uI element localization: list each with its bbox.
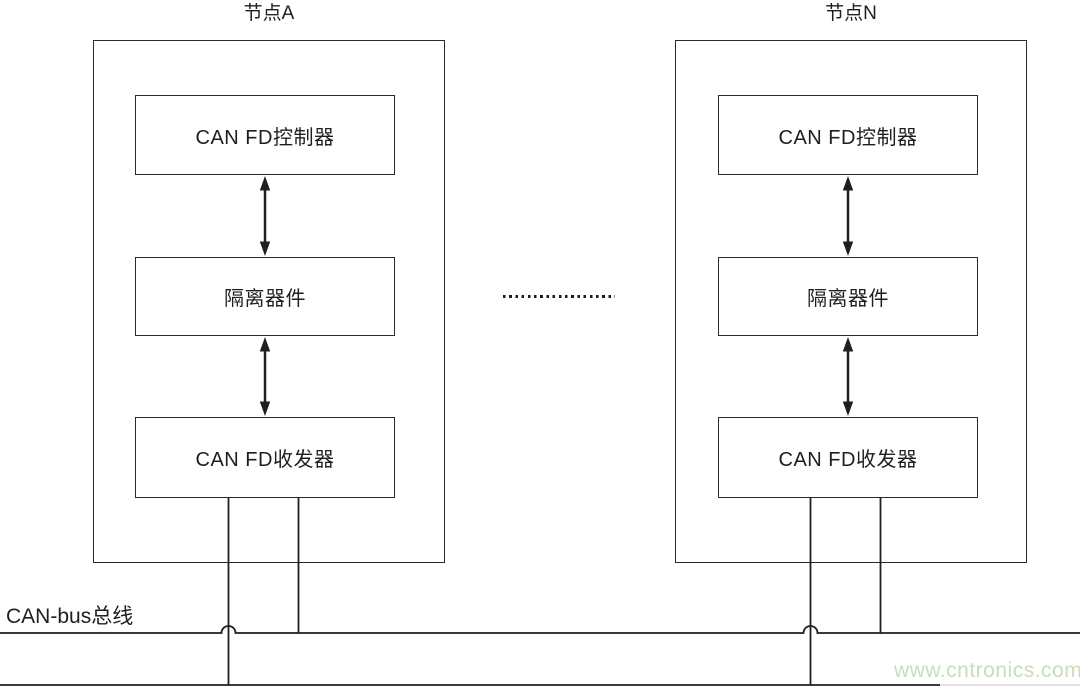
node-n-isolator-label: 隔离器件 <box>807 288 889 310</box>
node-a-isolator-label: 隔离器件 <box>224 288 306 310</box>
bus-line-top <box>0 625 1080 634</box>
node-n-controller-label: CAN FD控制器 <box>778 126 918 149</box>
watermark-text: www.cntronics.com <box>894 659 1080 682</box>
ellipsis-dots-separator <box>503 295 615 298</box>
node-n-transceiver-box: CAN FD收发器 <box>718 417 978 498</box>
node-n-controller-box: CAN FD控制器 <box>718 95 978 175</box>
node-n-box <box>675 40 1027 563</box>
node-a-isolator-box: 隔离器件 <box>135 257 395 336</box>
node-n-title: 节点N <box>825 3 877 24</box>
can-bus-label: CAN-bus总线 <box>6 605 134 628</box>
node-n-transceiver-label: CAN FD收发器 <box>778 449 918 471</box>
node-a-title: 节点A <box>243 3 295 24</box>
node-a-controller-label: CAN FD控制器 <box>195 126 335 149</box>
node-a-box <box>93 40 445 563</box>
node-a-controller-box: CAN FD控制器 <box>135 95 395 175</box>
node-a-transceiver-box: CAN FD收发器 <box>135 417 395 498</box>
node-a-transceiver-label: CAN FD收发器 <box>195 449 335 471</box>
node-n-isolator-box: 隔离器件 <box>718 257 978 336</box>
